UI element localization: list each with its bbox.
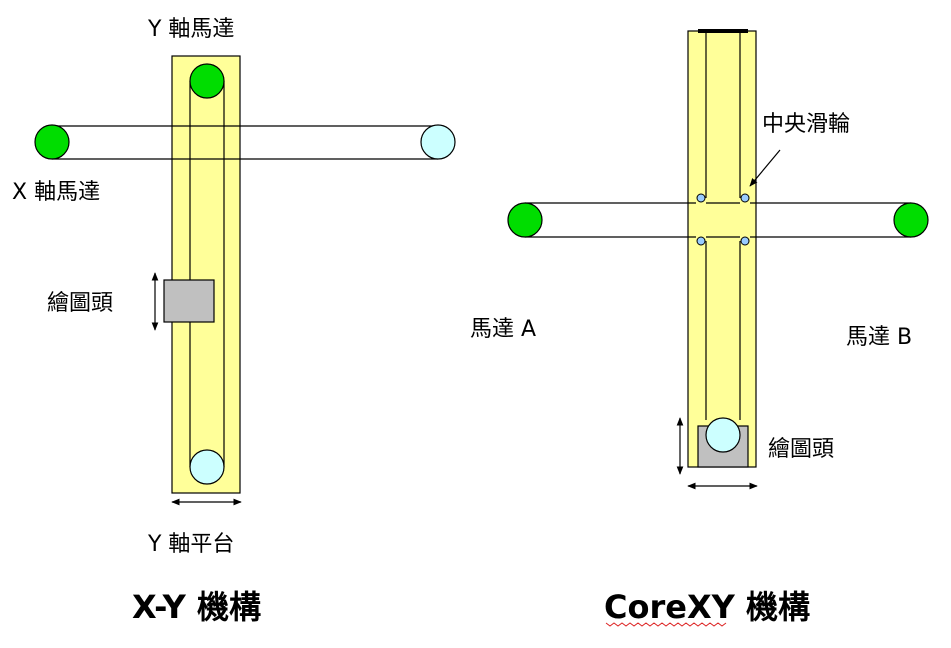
xy-y-motor bbox=[189, 63, 225, 99]
corexy-center-pulley-3 bbox=[696, 236, 706, 246]
xy-x-idler bbox=[420, 124, 456, 160]
xy-head-label: 繪圖頭 bbox=[47, 291, 113, 316]
xy-y-platform-label: Y 軸平台 bbox=[147, 532, 234, 557]
xy-y-idler bbox=[189, 449, 225, 485]
corexy-motor-a bbox=[507, 202, 543, 238]
xy-drawing-head bbox=[163, 279, 215, 323]
corexy-head-pulley bbox=[705, 417, 741, 453]
corexy-motor-b-label: 馬達 B bbox=[846, 325, 912, 350]
corexy-center-pulley-1 bbox=[696, 193, 706, 203]
corexy-head-label: 繪圖頭 bbox=[768, 437, 834, 462]
corexy-center-pulley-pointer bbox=[749, 149, 781, 187]
xy-x-motor-label: X 軸馬達 bbox=[12, 180, 100, 205]
corexy-motor-b bbox=[893, 202, 929, 238]
xy-y-platform bbox=[171, 55, 241, 494]
corexy-mechanism: 中央滑輪 馬達 A 馬達 B 繪圖頭 CoreXY 機構 bbox=[470, 29, 929, 627]
corexy-motor-a-label: 馬達 A bbox=[470, 317, 536, 342]
xy-x-motor bbox=[34, 124, 70, 160]
xy-title: X-Y 機構 bbox=[132, 588, 261, 626]
xy-y-motor-label: Y 軸馬達 bbox=[147, 17, 234, 42]
spellcheck-underline bbox=[605, 622, 727, 627]
xy-mechanism: Y 軸馬達 X 軸馬達 繪圖頭 Y 軸平台 X-Y 機構 bbox=[12, 17, 456, 626]
corexy-center-pulley-label: 中央滑輪 bbox=[762, 112, 850, 137]
corexy-center-pulley-4 bbox=[740, 236, 750, 246]
corexy-title: CoreXY 機構 bbox=[604, 588, 810, 626]
corexy-platform bbox=[687, 30, 757, 468]
corexy-center-pulley-2 bbox=[740, 193, 750, 203]
